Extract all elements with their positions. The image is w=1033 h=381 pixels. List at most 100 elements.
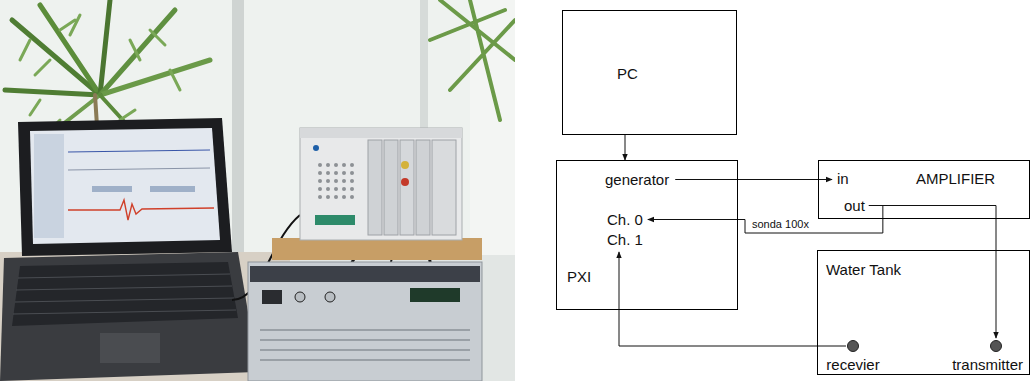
palm-leaves-part	[100, 0, 110, 95]
laptop-part	[34, 134, 64, 238]
null-part-part	[326, 171, 330, 175]
table	[0, 252, 290, 381]
null-part-part	[326, 187, 330, 191]
laptop-part	[13, 274, 236, 314]
window-background	[0, 0, 515, 381]
block-label: AMPLIFIER	[916, 170, 995, 187]
null-part-part	[326, 179, 330, 183]
table-part	[0, 252, 290, 381]
power-amplifier-part	[262, 290, 282, 304]
null-part-part	[334, 163, 338, 167]
pxi-chassis-part	[400, 140, 414, 235]
palm-leaves-part	[100, 60, 210, 95]
laptop-part	[68, 150, 210, 152]
null-part-part	[342, 195, 346, 199]
pxi-chassis	[300, 128, 462, 240]
sensor-dot	[990, 340, 1002, 352]
null-part-part	[318, 195, 322, 199]
power-amplifier	[248, 262, 482, 381]
pxi-chassis-part	[315, 215, 355, 225]
null-part-part	[342, 163, 346, 167]
null-part-part	[350, 163, 354, 167]
null-part-part	[318, 163, 322, 167]
block-label: PC	[617, 65, 638, 82]
null-part-part	[318, 187, 322, 191]
null-part-part	[334, 171, 338, 175]
sensor-dot	[847, 340, 859, 352]
laptop-part	[68, 200, 214, 220]
power-amplifier-part	[295, 292, 305, 302]
block-label: Ch. 1	[607, 231, 643, 248]
null-part-part	[350, 171, 354, 175]
null-part-part	[334, 179, 338, 183]
power-amplifier-part	[250, 266, 480, 282]
power-amplifier-part	[248, 262, 482, 381]
window-background-part	[0, 0, 515, 381]
pxi-chassis-part	[300, 128, 462, 138]
null-part-part	[342, 179, 346, 183]
sensor-label: recevier	[826, 356, 879, 373]
pxi-chassis-part	[313, 145, 319, 151]
laptop-part	[12, 262, 238, 326]
null-part-part	[350, 179, 354, 183]
block-label: generator	[605, 171, 669, 188]
pxi-chassis-part	[384, 140, 398, 235]
null-part-part	[334, 187, 338, 191]
block-label: in	[837, 170, 849, 187]
null-part-part	[350, 187, 354, 191]
laptop-part	[18, 118, 232, 256]
null-part-part	[326, 195, 330, 199]
laptop-part	[0, 252, 258, 381]
null-part-part	[342, 171, 346, 175]
window-background-part	[232, 0, 244, 255]
block-box: generatorCh. 0 Ch. 1 PXI	[556, 160, 738, 310]
power-amplifier-part	[325, 292, 335, 302]
null-part-part	[334, 195, 338, 199]
wood-board-part	[272, 238, 482, 260]
signal-connector	[625, 135, 626, 160]
null-part	[318, 163, 354, 199]
probe-label: sonda 100x	[751, 218, 810, 231]
block-label: out	[844, 197, 865, 214]
null-part-part	[318, 179, 322, 183]
null-part-part	[350, 195, 354, 199]
palm-leaves-part	[20, 15, 180, 135]
palm-leaves-part	[40, 5, 100, 95]
block-label: PXI	[567, 268, 591, 285]
null-part-part	[342, 187, 346, 191]
block-label: Water Tank	[826, 261, 901, 278]
block-box: Water Tank recevier transmitter	[817, 250, 1030, 375]
laptop	[0, 118, 258, 381]
power-amplifier-part	[410, 288, 460, 302]
sensor-node: recevier	[826, 340, 879, 374]
sensor-node: transmitter	[952, 340, 1023, 374]
block-box: PC	[562, 10, 737, 135]
sensor-label: transmitter	[952, 356, 1023, 373]
laptop-part	[150, 186, 195, 192]
pxi-chassis-part	[368, 140, 382, 235]
pxi-chassis-part	[416, 140, 430, 235]
window-background-part	[470, 0, 515, 255]
window-background-part	[0, 0, 515, 255]
null-part-part	[318, 171, 322, 175]
palm-leaves-part	[5, 90, 100, 95]
laptop-part	[68, 168, 210, 170]
signal-connector	[675, 179, 832, 180]
block-label: Ch. 0	[607, 211, 643, 228]
power-amplifier-part	[260, 330, 470, 360]
pxi-chassis-part	[432, 140, 456, 235]
laptop-part	[100, 333, 160, 363]
laptop-part	[30, 128, 220, 244]
pxi-chassis-part	[300, 128, 462, 240]
signal-connector	[619, 252, 846, 346]
laptop-part	[92, 186, 132, 192]
null-part-part	[326, 163, 330, 167]
setup-photo	[0, 0, 515, 381]
palm-leaves-part	[430, 0, 515, 120]
pxi-chassis-part	[401, 178, 409, 186]
block-box: in AMPLIFIER out	[818, 160, 1030, 219]
wood-board	[272, 238, 482, 260]
